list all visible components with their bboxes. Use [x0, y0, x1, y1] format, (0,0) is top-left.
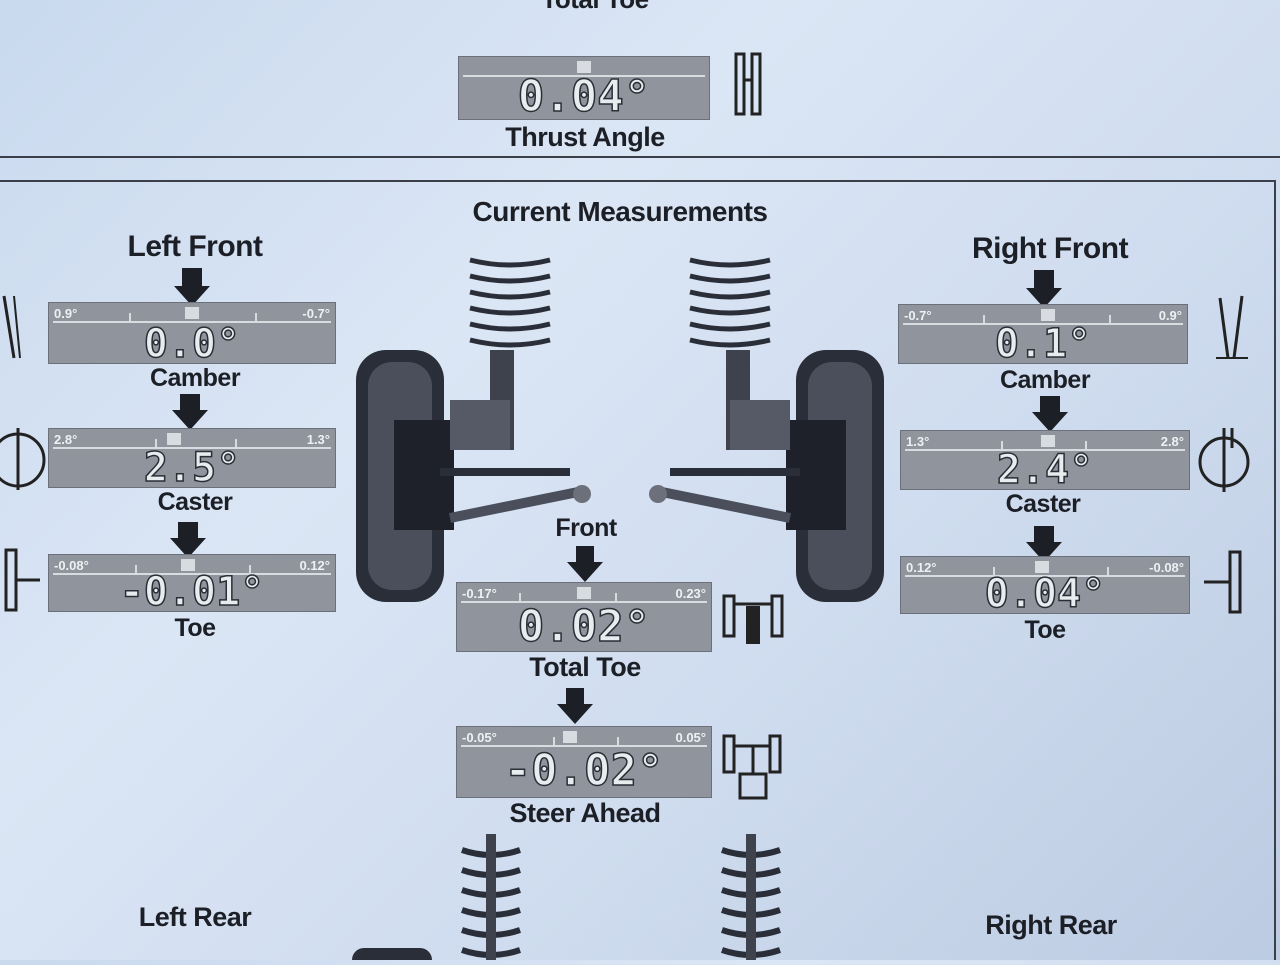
left-toe-label: Toe	[174, 614, 216, 642]
right-front-title: Right Front	[971, 232, 1129, 265]
right-suspension-illustration	[640, 250, 890, 610]
right-caster-min: 1.3°	[906, 434, 930, 449]
left-camber-max: -0.7°	[302, 306, 330, 321]
steer-ahead-min: -0.05°	[462, 730, 497, 745]
right-rear-title: Right Rear	[985, 910, 1117, 940]
steer-ahead-value: -0.02°	[504, 744, 664, 797]
left-rear-wheel-top	[352, 948, 432, 960]
right-toe-max: -0.08°	[1149, 560, 1184, 575]
right-caster-value: 2.4°	[996, 446, 1094, 494]
left-toe-icon	[0, 546, 48, 614]
thrust-angle-icon	[732, 50, 766, 120]
right-camber-icon	[1212, 292, 1252, 364]
left-rear-title: Left Rear	[138, 902, 252, 932]
left-suspension-illustration	[350, 250, 600, 610]
total-toe-icon	[720, 586, 786, 650]
section-border-top	[0, 180, 1276, 182]
steer-ahead-max: 0.05°	[675, 730, 706, 745]
thrust-angle-value: 0.04°	[517, 70, 651, 123]
right-toe-value: 0.04°	[984, 570, 1106, 618]
top-total-toe-label: Total Toe	[480, 0, 710, 15]
left-caster-meter: 2.8° 1.3° 2.5°	[48, 428, 336, 492]
right-toe-icon	[1196, 546, 1252, 618]
left-camber-value: 0.0°	[143, 320, 241, 368]
section-title: Current Measurements	[472, 196, 768, 227]
left-camber-icon	[0, 292, 24, 362]
left-camber-arrow	[182, 268, 202, 288]
left-caster-max: 1.3°	[306, 432, 330, 447]
right-caster-icon	[1196, 424, 1252, 496]
right-toe-min: 0.12°	[906, 560, 937, 575]
right-camber-min: -0.7°	[904, 308, 932, 323]
right-caster-max: 2.8°	[1160, 434, 1184, 449]
left-toe-min: -0.08°	[54, 558, 89, 573]
right-caster-label: Caster	[1005, 490, 1081, 518]
left-camber-meter: 0.9° -0.7° 0.0°	[48, 302, 336, 368]
left-caster-value: 2.5°	[143, 444, 241, 492]
steer-ahead-meter: -0.05° 0.05° -0.02°	[456, 726, 712, 798]
total-toe-max: 0.23°	[675, 586, 706, 601]
right-toe-label: Toe	[1024, 616, 1066, 644]
steer-ahead-icon	[720, 730, 786, 802]
left-toe-value: -0.01°	[119, 568, 265, 616]
left-front-title: Left Front	[127, 230, 263, 263]
total-toe-min: -0.17°	[462, 586, 497, 601]
thrust-angle-label: Thrust Angle	[505, 122, 665, 152]
total-toe-value: 0.02°	[517, 600, 651, 653]
right-camber-label: Camber	[999, 366, 1091, 394]
right-camber-meter: -0.7° 0.9° 0.1°	[898, 304, 1188, 368]
steer-ahead-label: Steer Ahead	[509, 798, 661, 828]
left-caster-icon	[0, 424, 48, 494]
left-camber-label: Camber	[149, 364, 241, 392]
front-label: Front	[555, 514, 617, 542]
left-camber-min: 0.9°	[54, 306, 78, 321]
right-camber-max: 0.9°	[1158, 308, 1182, 323]
thrust-angle-meter: 0.04°	[458, 56, 710, 123]
right-toe-meter: 0.12° -0.08° 0.04°	[900, 556, 1190, 618]
right-rear-spring-illustration	[716, 830, 786, 960]
left-caster-label: Caster	[157, 488, 233, 516]
left-rear-spring-illustration	[456, 830, 526, 960]
left-caster-min: 2.8°	[54, 432, 78, 447]
right-caster-meter: 1.3° 2.8° 2.4°	[900, 430, 1190, 494]
top-divider	[0, 156, 1280, 158]
section-border-right	[1274, 180, 1276, 960]
left-toe-max: 0.12°	[299, 558, 330, 573]
total-toe-label: Total Toe	[529, 652, 641, 682]
left-toe-meter: -0.08° 0.12° -0.01°	[48, 554, 336, 616]
right-camber-value: 0.1°	[994, 320, 1092, 368]
total-toe-meter: -0.17° 0.23° 0.02°	[456, 582, 712, 653]
